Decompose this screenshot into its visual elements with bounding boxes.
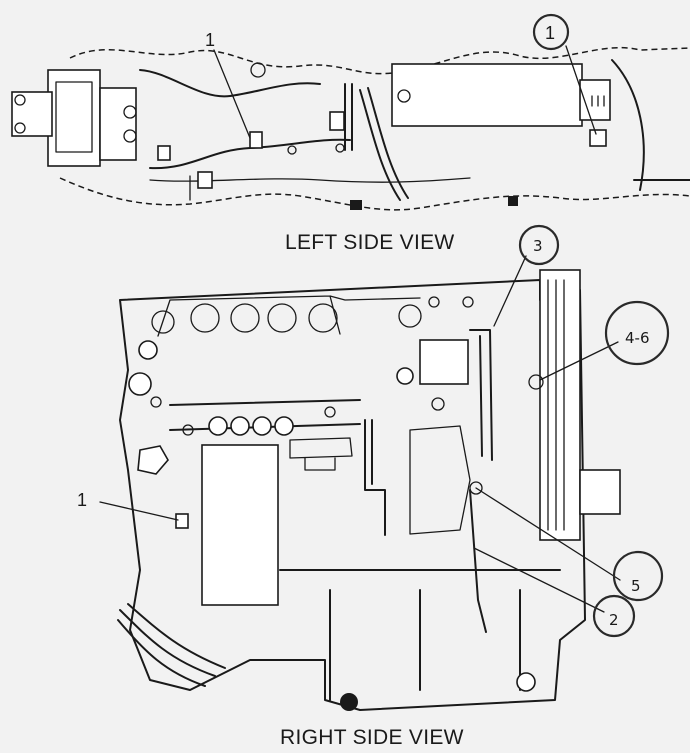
right-oil-pan xyxy=(279,569,561,701)
right-front-plate xyxy=(137,445,169,475)
left-fitting xyxy=(14,94,26,106)
right-sensor-4-6 xyxy=(528,374,544,390)
callout-left-1-circle xyxy=(532,13,570,51)
right-pan-plug xyxy=(516,672,536,692)
left-accessory-flange xyxy=(99,87,137,161)
right-drain-plug xyxy=(340,693,358,711)
left-side-view-caption: LEFT SIDE VIEW xyxy=(285,231,455,254)
left-sensor xyxy=(250,62,266,78)
leader-left-1-plain xyxy=(213,49,251,139)
right-head-hole xyxy=(267,303,297,333)
left-bolt xyxy=(287,145,297,155)
right-housing-ribs xyxy=(547,279,565,531)
right-bolt xyxy=(182,424,194,436)
left-tube xyxy=(359,87,409,201)
left-rear-grille xyxy=(591,95,605,107)
left-sensor-target xyxy=(589,129,607,147)
callout-right-4-6: 4-6 xyxy=(625,329,650,347)
left-side-view: 1 1 LEFT SIDE VIEW xyxy=(11,13,690,254)
right-dipstick-tube xyxy=(364,419,386,536)
right-side-view: 1 3 4-6 5 2 RIGHT SIDE VIEW xyxy=(77,224,670,749)
leader-right-4-6 xyxy=(539,341,619,381)
right-turbo-port xyxy=(396,367,414,385)
leader-right-1 xyxy=(99,501,179,521)
left-mount xyxy=(508,196,518,206)
leader-right-2 xyxy=(473,547,605,613)
right-injector xyxy=(252,416,272,436)
right-head-hole xyxy=(230,303,260,333)
left-accessory-block xyxy=(47,69,101,167)
right-rear-connector xyxy=(579,469,621,515)
left-sensor xyxy=(249,131,263,149)
right-bolt xyxy=(428,296,440,308)
callout-right-3-circle xyxy=(518,224,560,266)
callout-right-5: 5 xyxy=(631,577,641,595)
right-injector xyxy=(208,416,228,436)
leader-right-3 xyxy=(493,255,527,327)
callout-left-1-plain: 1 xyxy=(205,30,215,50)
left-pump-housing xyxy=(11,91,53,137)
left-rear-block xyxy=(391,63,583,127)
right-oil-filter xyxy=(201,444,279,606)
left-bolt xyxy=(123,129,137,143)
left-fitting xyxy=(14,122,26,134)
left-accessory-inner xyxy=(55,81,93,153)
right-filter-head xyxy=(289,437,353,471)
left-sensor xyxy=(329,111,345,131)
left-view-outline xyxy=(59,46,690,211)
left-sensor xyxy=(197,171,213,189)
right-bolt xyxy=(462,296,474,308)
callout-right-1: 1 xyxy=(77,490,87,510)
left-flywheel xyxy=(611,59,690,191)
left-harness xyxy=(149,175,471,201)
right-head-hole xyxy=(151,310,175,334)
right-injector xyxy=(230,416,250,436)
right-front-boss xyxy=(138,340,158,360)
callout-right-4-6-circle xyxy=(604,300,670,366)
right-turbo-pipe xyxy=(469,329,493,461)
right-crank-sensor xyxy=(469,489,487,633)
right-front-boss xyxy=(128,372,152,396)
right-bolt xyxy=(324,406,336,418)
callout-left-1-circled: 1 xyxy=(545,23,555,43)
right-head-hole xyxy=(398,304,422,328)
right-sensor-2-5 xyxy=(469,481,483,495)
right-manifold xyxy=(157,295,421,337)
left-tube xyxy=(344,83,353,151)
right-sensor-1 xyxy=(175,513,189,529)
callout-right-2-circle xyxy=(592,594,636,638)
left-sensor xyxy=(157,145,171,161)
left-bolt xyxy=(397,89,411,103)
right-turbo xyxy=(419,339,469,385)
leader-right-5 xyxy=(475,487,621,581)
right-bolt xyxy=(431,397,445,411)
right-side-view-caption: RIGHT SIDE VIEW xyxy=(280,726,464,749)
callout-right-5-circle xyxy=(612,550,664,602)
callout-right-2: 2 xyxy=(609,611,619,629)
right-pump-housing xyxy=(409,425,471,535)
right-flywheel-housing xyxy=(539,269,581,541)
left-bolt xyxy=(123,105,137,119)
right-injector xyxy=(274,416,294,436)
leader-left-1-circled xyxy=(565,45,597,135)
callout-right-3: 3 xyxy=(533,237,543,255)
right-head-hole xyxy=(308,303,338,333)
right-bolt xyxy=(150,396,162,408)
right-head-hole xyxy=(190,303,220,333)
right-hose xyxy=(117,603,226,687)
left-mount xyxy=(350,200,362,210)
